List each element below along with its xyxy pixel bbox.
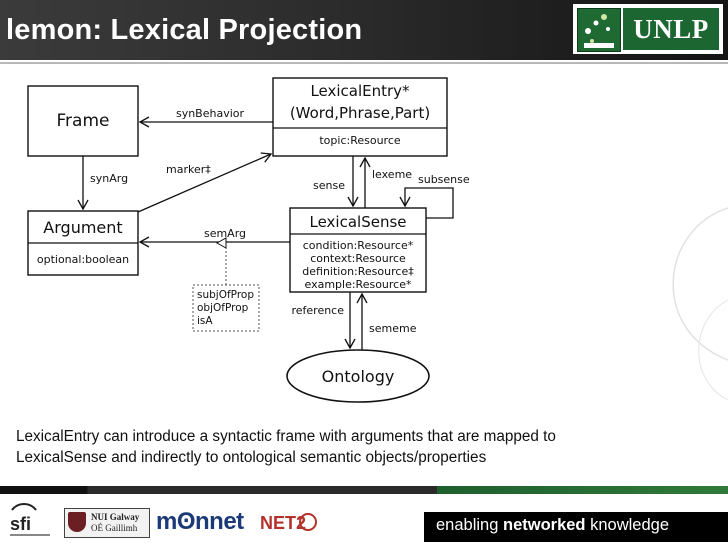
edge-label: semArg [204, 227, 246, 240]
nui-galway-crest-icon [68, 512, 86, 532]
lexical-entry-subtitle: (Word,Phrase,Part) [290, 104, 430, 122]
monnet-logo-text: mʘnnet [156, 508, 244, 535]
argument-class: Argument optional:boolean [27, 210, 139, 276]
edge-label: subsense [418, 173, 470, 186]
decorative-arcs [672, 207, 728, 401]
nui-galway-line1: NUI Galway [91, 512, 140, 522]
argument-attribute: optional:boolean [37, 253, 129, 266]
lexical-entry-class: LexicalEntry* (Word,Phrase,Part) topic:R… [272, 77, 448, 157]
edge-syn-arg: synArg [77, 156, 128, 211]
footer-band [0, 486, 728, 494]
frame-class: Frame [27, 85, 139, 157]
lexical-sense-attribute: definition:Resource‡ [302, 265, 414, 278]
semarg-note: subjOfProp objOfProp isA [192, 284, 260, 332]
edge-marker: marker‡ [137, 152, 273, 213]
ontology-node: Ontology [286, 349, 430, 403]
edge-label: synArg [90, 172, 128, 185]
edge-label: synBehavior [176, 107, 245, 120]
lexical-sense-class-name: LexicalSense [309, 213, 406, 231]
note-line: isA [197, 315, 213, 327]
sfi-logo: sfi [6, 500, 58, 540]
lexical-sense-attribute: condition:Resource* [303, 239, 414, 252]
unlp-emblem-icon [577, 8, 621, 52]
footer-tagline: enabling networked knowledge [436, 516, 669, 535]
header-divider [0, 62, 728, 64]
caption-line: LexicalEntry can introduce a syntactic f… [16, 428, 556, 445]
caption-line: LexicalSense and indirectly to ontologic… [16, 449, 487, 466]
lexical-entry-class-name: LexicalEntry* [310, 82, 410, 100]
lexical-sense-attribute: example:Resource* [305, 278, 412, 291]
slide-title: lemon: Lexical Projection [6, 14, 363, 46]
edge-label: lexeme [372, 168, 412, 181]
unlp-logo-text: UNLP [623, 8, 719, 50]
tagline-bold: networked [502, 516, 586, 534]
unlp-logo: UNLP [573, 4, 723, 54]
edge-reference: reference [291, 292, 356, 350]
argument-class-name: Argument [43, 218, 122, 237]
edge-sense: sense [313, 156, 359, 208]
lexical-sense-attribute: context:Resource [310, 252, 406, 265]
edge-label: sense [313, 179, 345, 192]
ontology-node-name: Ontology [322, 367, 395, 386]
uml-diagram: Frame LexicalEntry* (Word,Phrase,Part) t… [27, 77, 728, 403]
nui-galway-line2: OÉ Gaillimh [91, 523, 138, 533]
monnet-logo: mʘnnet [156, 506, 250, 538]
tagline-part: knowledge [585, 516, 669, 534]
edge-sem-arg: semArg [138, 227, 290, 248]
tagline-part: enabling [436, 516, 503, 534]
edge-label: sememe [369, 322, 417, 335]
slide-caption: LexicalEntry can introduce a syntactic f… [16, 426, 716, 468]
edge-syn-behavior: synBehavior [138, 107, 273, 128]
note-line: subjOfProp [197, 289, 254, 301]
note-line: objOfProp [197, 302, 249, 314]
tagline-background [424, 512, 728, 542]
sfi-logo-text: sfi [10, 514, 31, 534]
net2-logo-text: NET2 [260, 513, 306, 533]
lexical-sense-class: LexicalSense condition:Resource* context… [289, 207, 427, 293]
net2-logo: NET2 [260, 508, 338, 536]
edge-subsense: subsense [399, 173, 470, 219]
lexical-entry-attribute: topic:Resource [319, 134, 401, 147]
edge-sememe: sememe [356, 292, 417, 350]
edge-label: marker‡ [166, 163, 211, 176]
edge-label: reference [291, 304, 344, 317]
frame-class-name: Frame [57, 111, 110, 131]
nui-galway-logo: NUI Galway OÉ Gaillimh [64, 508, 150, 538]
edge-lexeme: lexeme [359, 156, 412, 208]
